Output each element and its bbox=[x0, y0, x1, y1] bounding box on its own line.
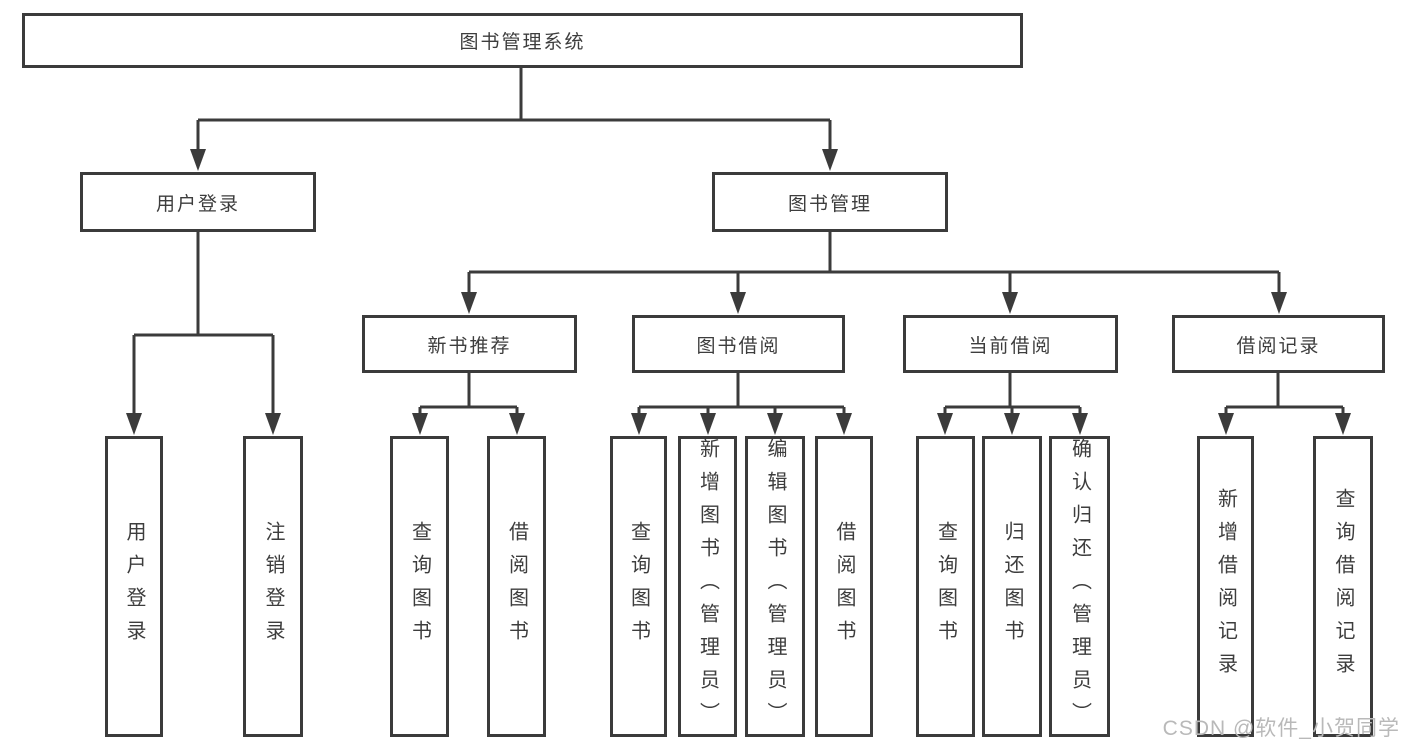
leaf-query-borrow-record: 查询借阅记录 bbox=[1313, 436, 1373, 737]
arrowhead-down-icon bbox=[461, 292, 477, 314]
leaf-user-login-label: 用户登录 bbox=[123, 520, 145, 653]
arrowhead-down-icon bbox=[190, 149, 206, 171]
leaf-current-return-books: 归还图书 bbox=[982, 436, 1042, 737]
node-current-borrowing-label: 当前借阅 bbox=[968, 335, 1053, 357]
leaf-current-confirm-return-admin: 确认归还（管理员） bbox=[1049, 436, 1110, 737]
arrowhead-down-icon bbox=[730, 292, 746, 314]
leaf-add-borrow-record: 新增借阅记录 bbox=[1197, 436, 1254, 737]
arrowhead-down-icon bbox=[631, 413, 647, 435]
leaf-current-return-books-label: 归还图书 bbox=[1001, 520, 1023, 653]
leaf-recommend-borrow-books: 借阅图书 bbox=[487, 436, 546, 737]
arrowhead-down-icon bbox=[836, 413, 852, 435]
node-book-management: 图书管理 bbox=[712, 172, 948, 232]
leaf-recommend-query-books: 查询图书 bbox=[390, 436, 449, 737]
leaf-logout-label: 注销登录 bbox=[262, 520, 284, 653]
connector-line bbox=[945, 373, 1080, 409]
arrowhead-down-icon bbox=[412, 413, 428, 435]
leaf-borrow-edit-books-admin-label: 编辑图书（管理员） bbox=[764, 438, 786, 735]
arrowhead-down-icon bbox=[1002, 292, 1018, 314]
node-user-login: 用户登录 bbox=[80, 172, 316, 232]
arrowhead-down-icon bbox=[700, 413, 716, 435]
leaf-add-borrow-record-label: 新增借阅记录 bbox=[1214, 487, 1237, 686]
leaf-query-borrow-record-label: 查询借阅记录 bbox=[1332, 487, 1354, 686]
arrowhead-down-icon bbox=[822, 149, 838, 171]
leaf-current-confirm-return-admin-label: 确认归还（管理员） bbox=[1068, 438, 1091, 735]
arrowhead-down-icon bbox=[265, 413, 281, 435]
connector-line bbox=[420, 373, 517, 409]
leaf-recommend-borrow-books-label: 借阅图书 bbox=[505, 520, 528, 653]
arrowhead-down-icon bbox=[937, 413, 953, 435]
node-new-book-recommend-label: 新书推荐 bbox=[427, 335, 512, 357]
connector-line bbox=[198, 68, 830, 122]
arrowhead-down-icon bbox=[1072, 413, 1088, 435]
connector-line bbox=[639, 373, 844, 409]
node-book-borrowing-label: 图书借阅 bbox=[696, 335, 781, 357]
watermark: CSDN @软件_小贺同学 bbox=[1162, 717, 1400, 740]
connector-line bbox=[469, 232, 1279, 274]
node-book-management-label: 图书管理 bbox=[787, 193, 872, 215]
arrowhead-down-icon bbox=[1004, 413, 1020, 435]
arrowhead-down-icon bbox=[509, 413, 525, 435]
arrowhead-down-icon bbox=[1218, 413, 1234, 435]
node-new-book-recommend: 新书推荐 bbox=[362, 315, 577, 373]
arrowhead-down-icon bbox=[1271, 292, 1287, 314]
leaf-user-login: 用户登录 bbox=[105, 436, 163, 737]
arrowhead-down-icon bbox=[126, 413, 142, 435]
node-borrow-records: 借阅记录 bbox=[1172, 315, 1385, 373]
arrowhead-down-icon bbox=[767, 413, 783, 435]
node-root-label: 图书管理系统 bbox=[459, 32, 586, 53]
leaf-borrow-add-books-admin-label: 新增图书（管理员） bbox=[696, 438, 719, 735]
leaf-borrow-borrow-books-label: 借阅图书 bbox=[833, 520, 855, 653]
leaf-recommend-query-books-label: 查询图书 bbox=[408, 520, 431, 653]
node-user-login-label: 用户登录 bbox=[155, 193, 240, 215]
leaf-borrow-borrow-books: 借阅图书 bbox=[815, 436, 873, 737]
node-borrow-records-label: 借阅记录 bbox=[1236, 335, 1321, 357]
leaf-borrow-add-books-admin: 新增图书（管理员） bbox=[678, 436, 737, 737]
arrowhead-down-icon bbox=[1335, 413, 1351, 435]
node-root: 图书管理系统 bbox=[22, 13, 1023, 68]
node-book-borrowing: 图书借阅 bbox=[632, 315, 845, 373]
leaf-borrow-edit-books-admin: 编辑图书（管理员） bbox=[745, 436, 805, 737]
connector-line bbox=[134, 232, 273, 337]
leaf-current-query-books-label: 查询图书 bbox=[934, 520, 957, 653]
leaf-logout: 注销登录 bbox=[243, 436, 303, 737]
connector-line bbox=[1226, 373, 1343, 409]
node-current-borrowing: 当前借阅 bbox=[903, 315, 1118, 373]
leaf-borrow-query-books-label: 查询图书 bbox=[627, 520, 650, 653]
leaf-borrow-query-books: 查询图书 bbox=[610, 436, 667, 737]
leaf-current-query-books: 查询图书 bbox=[916, 436, 975, 737]
